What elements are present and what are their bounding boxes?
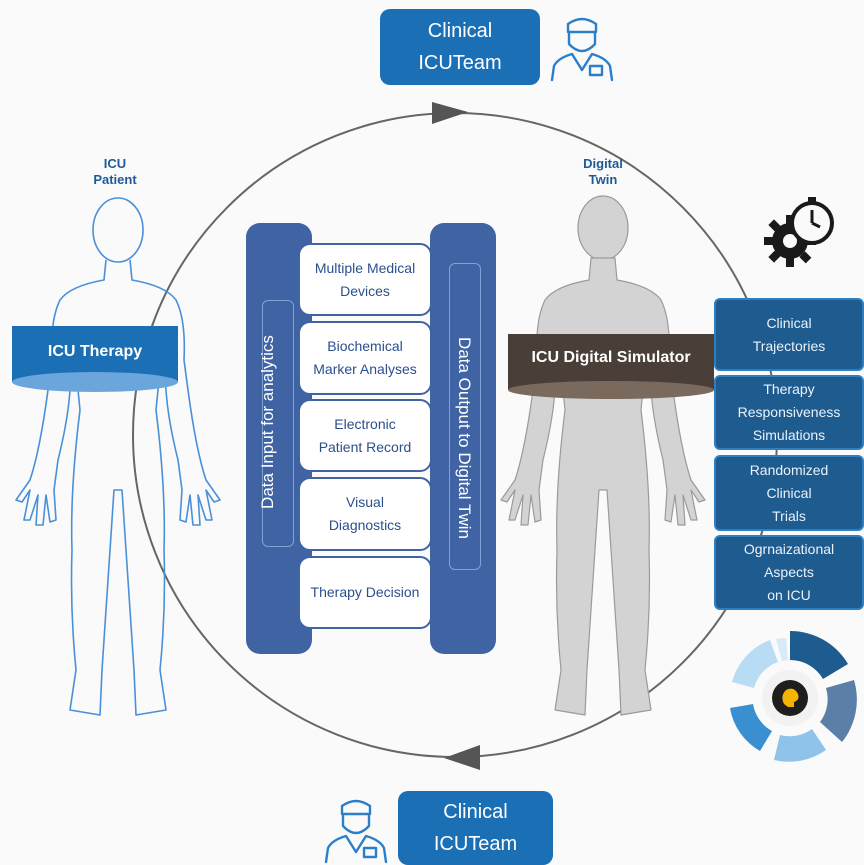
ai-brain-icon xyxy=(730,630,857,762)
simulator-band xyxy=(508,334,714,399)
twin-label: Digital Twin xyxy=(583,156,623,187)
therapy-band-label: ICU Therapy xyxy=(47,343,143,360)
data-output-label: Data Output to Digital Twin xyxy=(455,337,474,539)
output-organizational-aspects: Ogrnaizational Aspects on ICU xyxy=(714,535,864,610)
patient-label: ICU Patient xyxy=(93,156,137,187)
cycle-arrow-bottom xyxy=(444,745,480,770)
data-input-label: Data Input for analytics xyxy=(258,335,277,509)
therapy-band xyxy=(12,326,178,392)
card-therapy-decision: Therapy Decision xyxy=(298,556,432,629)
patient-figure xyxy=(15,197,221,716)
data-output-column xyxy=(430,223,496,654)
data-input-inner-frame xyxy=(262,300,294,547)
data-output-inner-frame xyxy=(449,263,481,570)
gear-stopwatch-icon xyxy=(764,197,834,267)
simulator-band-label: ICU Digital Simulator xyxy=(531,349,691,366)
output-therapy-responsiveness: Therapy Responsiveness Simulations xyxy=(714,375,864,450)
output-clinical-trajectories: Clinical Trajectories xyxy=(714,298,864,371)
output-randomized-trials: Randomized Clinical Trials xyxy=(714,455,864,531)
clinical-team-top: Clinical ICUTeam xyxy=(380,9,540,85)
clinical-team-bottom: Clinical ICUTeam xyxy=(398,791,553,865)
twin-figure xyxy=(500,195,706,716)
cycle-arrow-top xyxy=(432,102,468,124)
doctor-icon xyxy=(550,17,614,82)
doctor-icon xyxy=(324,799,388,864)
